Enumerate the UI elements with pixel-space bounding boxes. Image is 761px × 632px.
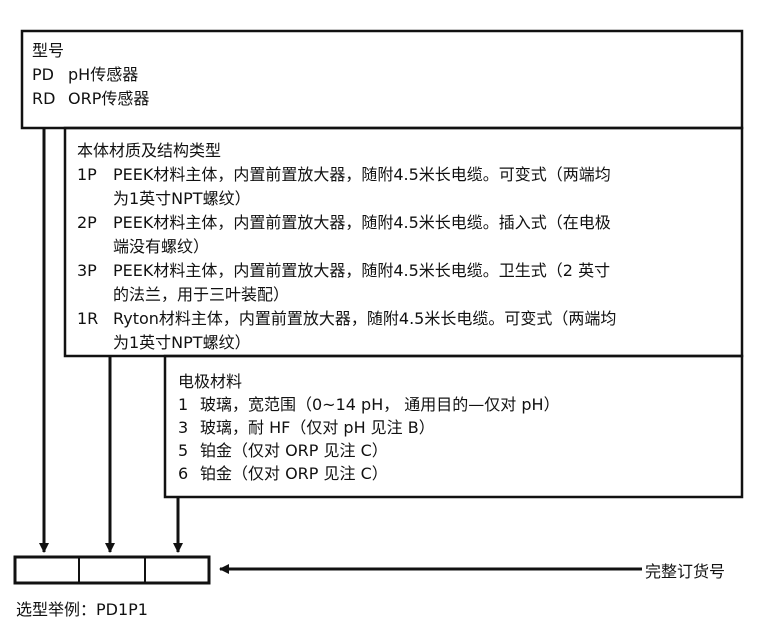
body-material-item-cont: 为1英寸NPT螺纹）: [113, 333, 251, 352]
body-material-title: 本体材质及结构类型: [77, 141, 222, 160]
example-text: 选型举例：PD1P1: [16, 600, 148, 619]
body-material-item-cont: 为1英寸NPT螺纹）: [113, 189, 251, 208]
model-title: 型号: [32, 41, 65, 60]
electrode-title: 电极材料: [178, 372, 243, 391]
body-material-item-cont: 端没有螺纹）: [113, 237, 210, 256]
body-material-item-cont: 的法兰，用于三叶装配）: [113, 285, 290, 304]
electrode-box: [163, 354, 744, 499]
order-code-boxes: [13, 555, 211, 585]
order-number-label: 完整订货号: [645, 562, 726, 581]
